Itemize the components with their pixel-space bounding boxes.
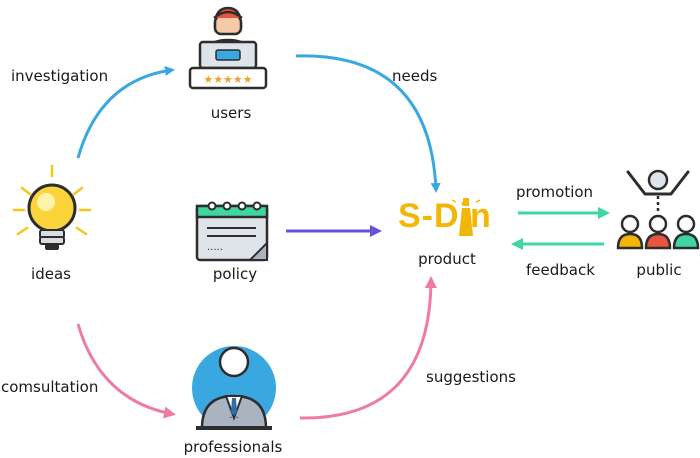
edge-label-consultation: comsultation [1,378,99,396]
arrow-ideas-to-professionals [76,323,176,419]
calendar-document-icon: ..... [195,201,269,262]
node-label-ideas: ideas [31,265,71,283]
lighthouse-icon [451,198,481,236]
edge-label-feedback: feedback [526,261,595,279]
edge-label-needs: needs [392,67,438,85]
businessman-icon: ... [192,346,276,430]
arrow-users-to-product [295,54,441,193]
arrow-professionals-to-product [299,276,437,420]
node-label-professionals: professionals [183,438,283,456]
node-label-product: product [418,250,476,268]
arrow-ideas-to-users [76,66,175,159]
edge-label-promotion: promotion [516,183,594,201]
node-label-users: users [210,104,252,122]
node-label-public: public [636,261,682,279]
node-label-policy: policy [212,265,258,283]
svg-text:...: ... [229,410,239,421]
crowd-leader-icon [616,169,700,250]
user-laptop-icon: ★★★★★ [188,6,268,90]
edge-label-suggestions: suggestions [426,368,516,386]
product-logo: S-Din [398,197,492,235]
edge-label-investigation: investigation [11,67,109,85]
svg-text:.....: ..... [207,242,223,253]
svg-text:★★★★★: ★★★★★ [203,73,252,86]
lightbulb-icon [12,164,92,250]
